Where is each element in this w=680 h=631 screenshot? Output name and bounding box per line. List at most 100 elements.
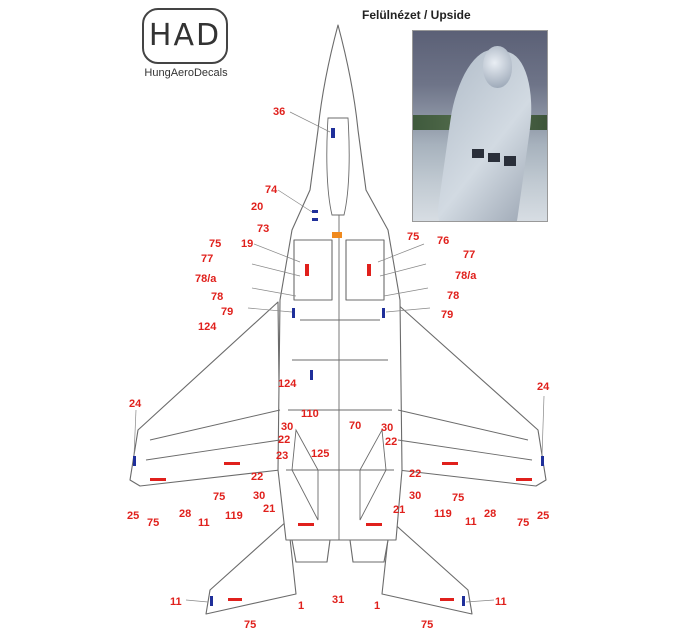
brand-name: HungAeroDecals bbox=[144, 67, 228, 79]
callout-label: 30 bbox=[409, 490, 422, 502]
marking-red bbox=[150, 478, 166, 481]
callout-label: 25 bbox=[537, 510, 550, 522]
callout-label: 24 bbox=[129, 398, 142, 410]
reference-photo bbox=[412, 30, 548, 222]
leader-line bbox=[465, 599, 495, 603]
callout-label: 124 bbox=[198, 321, 217, 333]
photo-vent bbox=[471, 148, 484, 159]
callout-label: 75 bbox=[452, 492, 465, 504]
marking-blue bbox=[462, 596, 465, 606]
callout-label: 124 bbox=[278, 378, 297, 390]
marking-blue bbox=[331, 128, 335, 138]
left-nacelle bbox=[293, 239, 333, 301]
had-logo: HAD bbox=[142, 8, 228, 64]
callout-label: 30 bbox=[281, 421, 294, 433]
callout-label: 119 bbox=[225, 510, 243, 522]
callout-label: 24 bbox=[537, 381, 550, 393]
callout-label: 11 bbox=[495, 596, 507, 608]
callout-label: 70 bbox=[349, 420, 362, 432]
leader-line bbox=[289, 111, 331, 133]
callout-label: 30 bbox=[253, 490, 266, 502]
callout-label: 30 bbox=[381, 422, 394, 434]
leader-line bbox=[541, 395, 545, 457]
view-title: Felülnézet / Upside bbox=[362, 8, 471, 22]
leader-line bbox=[247, 307, 293, 313]
leader-line bbox=[253, 243, 301, 263]
callout-label: 79 bbox=[441, 309, 454, 321]
panel-line bbox=[145, 409, 533, 461]
marking-blue bbox=[210, 596, 213, 606]
logo-mark: HAD bbox=[148, 18, 222, 53]
marking-red bbox=[366, 523, 382, 526]
callout-label: 75 bbox=[209, 238, 222, 250]
marking-red bbox=[440, 598, 454, 601]
right-fin bbox=[359, 428, 387, 521]
callout-label: 79 bbox=[221, 306, 234, 318]
marking-blue bbox=[541, 456, 544, 466]
marking-orange bbox=[332, 232, 342, 238]
canopy-outline bbox=[326, 117, 350, 216]
callout-label: 73 bbox=[257, 223, 270, 235]
photo-vent bbox=[504, 156, 517, 166]
callout-label: 1 bbox=[298, 600, 305, 612]
callout-label: 22 bbox=[251, 471, 264, 483]
callout-label: 75 bbox=[421, 619, 434, 631]
callout-label: 119 bbox=[434, 508, 452, 520]
marking-red bbox=[298, 523, 314, 526]
callout-label: 77 bbox=[463, 249, 476, 261]
marking-blue bbox=[133, 456, 136, 466]
marking-red bbox=[442, 462, 458, 465]
marking-blue bbox=[310, 370, 313, 380]
callout-label: 75 bbox=[407, 231, 420, 243]
marking-set bbox=[150, 232, 532, 601]
callout-label: 110 bbox=[301, 408, 319, 420]
left-stabilizer bbox=[205, 519, 297, 615]
callout-label: 78/a bbox=[195, 273, 217, 285]
callout-label: 74 bbox=[265, 184, 278, 196]
callout-label: 31 bbox=[332, 594, 345, 606]
callout-label: 75 bbox=[147, 517, 160, 529]
callout-label: 78/a bbox=[455, 270, 477, 282]
marking-red bbox=[367, 264, 371, 276]
callout-label: 1 bbox=[374, 600, 381, 612]
leader-line bbox=[277, 189, 313, 213]
leader-line bbox=[251, 263, 301, 277]
callout-label: 21 bbox=[393, 504, 406, 516]
panel-line bbox=[286, 319, 394, 471]
leader-line bbox=[379, 263, 427, 277]
fuselage bbox=[277, 24, 403, 541]
callout-label: 76 bbox=[437, 235, 450, 247]
callout-label: 22 bbox=[278, 434, 291, 446]
callout-label: 11 bbox=[170, 596, 182, 608]
marking-blue bbox=[292, 308, 295, 318]
marking-red bbox=[224, 462, 240, 465]
leader-lines bbox=[133, 111, 545, 603]
callout-label: 78 bbox=[211, 291, 224, 303]
callout-label: 25 bbox=[127, 510, 140, 522]
callout-label: 75 bbox=[213, 491, 226, 503]
leader-line bbox=[251, 287, 297, 297]
marking-blue bbox=[382, 308, 385, 318]
callout-label: 78 bbox=[447, 290, 460, 302]
callout-label: 11 bbox=[198, 517, 210, 529]
left-fin bbox=[291, 428, 319, 521]
marking-blue bbox=[312, 210, 318, 213]
right-nozzle bbox=[349, 539, 389, 563]
right-stabilizer bbox=[381, 519, 473, 615]
callout-label: 36 bbox=[273, 106, 286, 118]
callout-label: 125 bbox=[311, 448, 330, 460]
callout-label: 77 bbox=[201, 253, 214, 265]
callout-label: 11 bbox=[465, 516, 477, 528]
marking-red bbox=[516, 478, 532, 481]
marking-set bbox=[133, 128, 544, 606]
right-nacelle bbox=[345, 239, 385, 301]
leader-line bbox=[133, 409, 137, 457]
callout-label: 75 bbox=[244, 619, 257, 631]
callout-label: 21 bbox=[263, 503, 276, 515]
leader-line bbox=[385, 307, 431, 313]
leader-line bbox=[383, 287, 429, 297]
callout-label: 19 bbox=[241, 238, 254, 250]
callout-label: 75 bbox=[517, 517, 530, 529]
